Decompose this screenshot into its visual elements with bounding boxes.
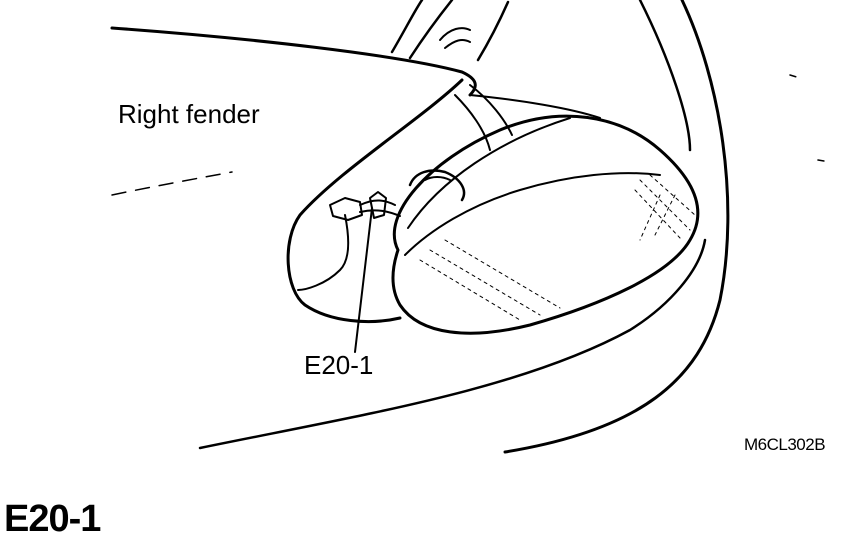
hood-line-2: [408, 0, 454, 60]
lamp-housing: [391, 114, 700, 335]
fender-label: Right fender: [118, 99, 260, 129]
lamp-opening: [286, 78, 464, 323]
lamp-rim: [407, 117, 571, 229]
dashed-line-left: [111, 171, 233, 196]
bulb-socket: [408, 169, 466, 202]
fender-top-edge: [110, 26, 477, 97]
callout-leader: [354, 207, 373, 353]
lens-pattern: [419, 174, 696, 321]
hood-line-3: [476, 0, 510, 62]
opening-ridge: [454, 84, 513, 151]
socket-rib: [424, 176, 451, 181]
connector-body: [329, 197, 363, 221]
lamp-opening-inner: [297, 214, 350, 291]
body-outer-curve: [503, 0, 730, 454]
hood-latch: [439, 27, 471, 49]
connector-clip: [369, 191, 387, 219]
connector-callout-label: E20-1: [304, 350, 374, 380]
connector-wires: [359, 199, 401, 217]
dashed-line-right: [789, 74, 831, 163]
connector-heading: E20-1: [4, 498, 101, 540]
hood-line-1: [390, 0, 424, 54]
figure-code-label: M6CL302B: [744, 435, 826, 454]
lamp-lens-edge: [404, 172, 661, 256]
fender-top-edge-inner: [469, 94, 601, 119]
bumper-curve: [198, 238, 707, 450]
body-outer-curve-2: [638, 0, 692, 152]
